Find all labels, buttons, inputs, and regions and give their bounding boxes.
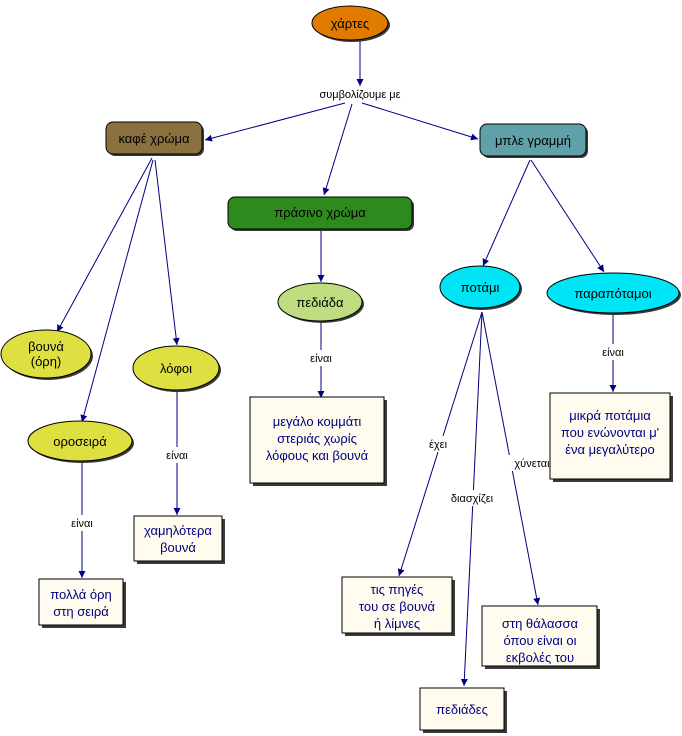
- svg-text:(όρη): (όρη): [31, 354, 62, 369]
- line-brown-to-mountains: [56, 157, 153, 333]
- node-tributaries: παραπόταμοι: [546, 272, 681, 315]
- svg-text:ένα μεγαλύτερο: ένα μεγαλύτερο: [565, 442, 655, 457]
- line-brown-to-hills: [154, 159, 180, 346]
- link-label-is-hills: είναι: [166, 450, 188, 462]
- svg-text:βουνά: βουνά: [160, 540, 196, 555]
- arrow-label-to-green: [322, 103, 353, 196]
- svg-text:πεδιάδες: πεδιάδες: [436, 702, 488, 717]
- line-brown-to-range: [80, 159, 154, 423]
- link-labels: συμβολίζουμε με είναι είναι είναι είναι …: [67, 86, 628, 531]
- svg-text:παραπόταμοι: παραπόταμοι: [574, 286, 651, 301]
- link-label-flows: χύνεται: [514, 458, 550, 470]
- svg-text:του σε βουνά: του σε βουνά: [359, 599, 436, 614]
- svg-text:μεγάλο κομμάτι: μεγάλο κομμάτι: [273, 414, 362, 429]
- box-sea: στη θάλασσα όπου είναι οι εκβολές του: [481, 605, 600, 669]
- link-label-is-trib: είναι: [602, 347, 624, 359]
- svg-text:λόφους και βουνά: λόφους και βουνά: [266, 448, 369, 463]
- svg-text:ποτάμι: ποτάμι: [461, 280, 500, 295]
- svg-text:πράσινο χρώμα: πράσινο χρώμα: [274, 205, 366, 220]
- box-plains-pl: πεδιάδες: [419, 687, 507, 733]
- node-blue-line: μπλε γραμμή: [479, 123, 588, 158]
- box-sources: τις πηγές του σε βουνά ή λίμνες: [341, 576, 455, 636]
- node-green-color: πράσινο χρώμα: [227, 196, 414, 231]
- svg-text:μικρά ποτάμια: μικρά ποτάμια: [569, 408, 651, 423]
- svg-text:μπλε γραμμή: μπλε γραμμή: [495, 133, 571, 148]
- svg-text:εκβολές του: εκβολές του: [506, 650, 574, 665]
- svg-text:χαμηλότερα: χαμηλότερα: [144, 523, 212, 538]
- svg-text:λόφοι: λόφοι: [160, 361, 192, 376]
- box-plains-desc: μεγάλο κομμάτι στεριάς χωρίς λόφους και …: [249, 396, 387, 486]
- svg-text:όπου είναι οι: όπου είναι οι: [503, 633, 576, 648]
- node-mountains: βουνά (όρη): [0, 329, 93, 380]
- node-river: ποτάμι: [439, 265, 522, 310]
- box-trib-desc: μικρά ποτάμια που ενώνονται μ' ένα μεγαλ…: [549, 392, 673, 482]
- svg-text:τις πηγές: τις πηγές: [371, 582, 424, 597]
- arrow-label-to-blue: [361, 102, 479, 141]
- svg-text:στεριάς χωρίς: στεριάς χωρίς: [277, 431, 357, 446]
- svg-text:στη σειρά: στη σειρά: [53, 604, 109, 619]
- svg-text:ή λίμνες: ή λίμνες: [374, 616, 420, 631]
- node-range: οροσειρά: [27, 420, 134, 463]
- arrow-label-to-brown: [204, 102, 346, 142]
- svg-text:πολλά όρη: πολλά όρη: [50, 587, 112, 602]
- box-range-desc: πολλά όρη στη σειρά: [38, 578, 126, 628]
- svg-text:βουνά: βουνά: [28, 339, 64, 354]
- svg-text:καφέ χρώμα: καφέ χρώμα: [118, 131, 190, 146]
- link-label-is-plains: είναι: [310, 353, 332, 365]
- box-hills-desc: χαμηλότερα βουνά: [133, 515, 225, 564]
- node-maps: χάρτες: [311, 5, 390, 42]
- svg-text:πεδιάδα: πεδιάδα: [296, 295, 344, 310]
- link-label-symbolize: συμβολίζουμε με: [319, 89, 400, 101]
- line-blue-to-river: [482, 159, 531, 267]
- node-plains: πεδιάδα: [277, 282, 364, 323]
- link-label-crosses: διασχίζει: [451, 493, 494, 505]
- svg-text:οροσειρά: οροσειρά: [53, 434, 107, 449]
- svg-text:χάρτες: χάρτες: [331, 16, 369, 31]
- link-label-is-range: είναι: [71, 518, 93, 530]
- node-brown-color: καφέ χρώμα: [105, 121, 204, 156]
- svg-text:στη θάλασσα: στη θάλασσα: [502, 616, 579, 631]
- node-hills: λόφοι: [132, 345, 221, 392]
- link-label-has: έχει: [429, 439, 448, 451]
- line-blue-to-trib: [530, 159, 605, 273]
- svg-text:που ενώνονται μ': που ενώνονται μ': [561, 425, 659, 440]
